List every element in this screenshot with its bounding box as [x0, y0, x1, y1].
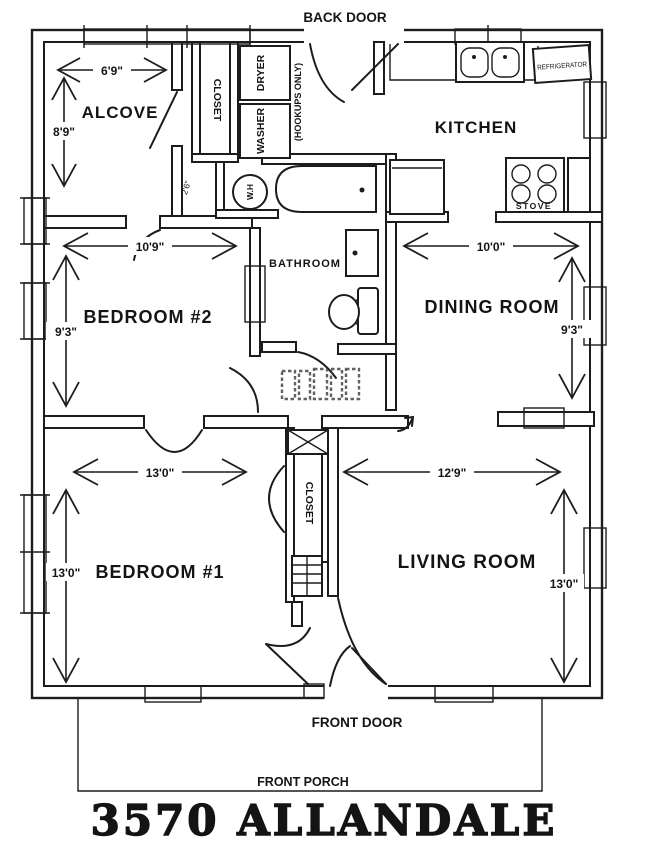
dim-label: 9'3" [561, 323, 583, 337]
bedroom1-door-leaf [265, 643, 309, 685]
plan-title: 3570 ALLANDALE [91, 796, 558, 845]
closet-shelf-hatch [291, 555, 323, 597]
dimensions: 6'9" 8'9" 10'9" 9'3" [45, 57, 592, 684]
dim-label: 8'9" [53, 125, 75, 139]
stove-label: STOVE [516, 201, 552, 211]
dryer-label: DRYER [255, 54, 267, 91]
dining-living-opening-arrow [397, 415, 415, 432]
kitchen-cabinet [389, 159, 445, 215]
front-door-opening [324, 682, 388, 702]
attic-access-box [287, 429, 329, 455]
closet-bifold-door [268, 465, 285, 533]
hall-ghost-marking [280, 367, 361, 401]
front-porch: FRONT PORCH [77, 698, 543, 792]
room-label-dining: DINING ROOM [425, 297, 560, 317]
front-door-leaf [329, 645, 351, 687]
dryer-box [239, 45, 291, 101]
bathtub [274, 165, 377, 213]
dim-alcove-height: 8'9" [45, 76, 83, 188]
window-top-strip [83, 25, 251, 48]
dim-label: 13'0" [146, 466, 175, 480]
stove: STOVE [505, 157, 565, 213]
window-alcove-left [20, 197, 50, 245]
dim-dining-width: 10'0" [402, 232, 580, 260]
back-door-leaf [309, 43, 345, 103]
dim-bedroom2-width: 10'9" [62, 232, 238, 260]
back-door-label: BACK DOOR [303, 10, 386, 25]
window-dining-right [583, 286, 607, 346]
dim-label: 10'9" [136, 240, 165, 254]
dim-label: 12'9" [438, 466, 467, 480]
washer-label: WASHER [255, 108, 267, 155]
dim-alcove-width: 6'9" [56, 57, 168, 83]
kitchen-sink [455, 41, 525, 83]
dim-dining-height: 9'3" [552, 256, 592, 400]
room-label-living: LIVING ROOM [398, 552, 537, 573]
dim-living-height: 13'0" [544, 488, 584, 684]
living-door-arc [337, 597, 387, 685]
interior-walls [43, 41, 603, 627]
washer-box [239, 103, 291, 159]
window-bedroom1-left [20, 494, 50, 614]
room-label-bathroom: BATHROOM [269, 258, 341, 270]
window-kitchen-right [583, 81, 607, 139]
door-size-annotation: 2'6" [179, 179, 193, 196]
dim-label: 13'0" [550, 577, 579, 591]
dim-bedroom1-height: 13'0" [46, 488, 86, 684]
front-door-label: FRONT DOOR [312, 715, 403, 730]
bathroom-sink [345, 229, 379, 277]
window-bedroom2-left [20, 282, 50, 340]
dim-living-width: 12'9" [342, 458, 562, 486]
dim-bedroom1-width: 13'0" [72, 458, 248, 486]
dim-label: 9'3" [55, 325, 77, 339]
dim-label: 10'0" [477, 240, 506, 254]
room-label-alcove: ALCOVE [82, 103, 159, 122]
water-heater-label: W.H [245, 184, 255, 200]
closet-upper-label: CLOSET [211, 79, 223, 122]
toilet [328, 287, 379, 335]
bathroom-door [297, 351, 337, 379]
laundry-fixtures: DRYER WASHER (HOOKUPS ONLY) [239, 45, 303, 159]
room-label-bedroom2: BEDROOM #2 [83, 307, 212, 327]
refrigerator-label: REFRIGERATOR [537, 61, 587, 71]
hookups-label: (HOOKUPS ONLY) [293, 63, 303, 141]
refrigerator: REFRIGERATOR [531, 44, 593, 84]
bathroom-fixtures [274, 165, 379, 335]
bedroom1-door-arc [265, 627, 311, 647]
front-door-leaf2 [351, 647, 387, 685]
kitchen-counter-right [567, 157, 591, 213]
closet-lower-label: CLOSET [303, 482, 315, 525]
kitchen-fixtures: REFRIGERATOR STOVE [389, 41, 593, 215]
dim-label: 6'9" [101, 64, 123, 78]
front-porch-label: FRONT PORCH [257, 775, 349, 789]
windows [20, 25, 607, 703]
bedroom1-hall-door-arc [145, 429, 203, 453]
back-door-opening [304, 26, 404, 46]
water-heater: W.H [232, 174, 268, 210]
closet-lower-details [287, 429, 329, 597]
door-jamb-stub [303, 683, 325, 699]
window-living-right [583, 527, 607, 589]
room-labels: ALCOVE KITCHEN BATHROOM BEDROOM #2 DININ… [82, 79, 560, 582]
dim-label: 13'0" [52, 566, 81, 580]
room-label-bedroom1: BEDROOM #1 [95, 562, 224, 582]
bedroom2-hall-door [229, 367, 259, 413]
alcove-door-leaf [149, 91, 178, 149]
window-bottom-left [144, 685, 202, 703]
dim-bedroom2-height: 9'3" [46, 254, 86, 408]
window-bottom-right [434, 685, 494, 703]
room-label-kitchen: KITCHEN [435, 118, 518, 137]
